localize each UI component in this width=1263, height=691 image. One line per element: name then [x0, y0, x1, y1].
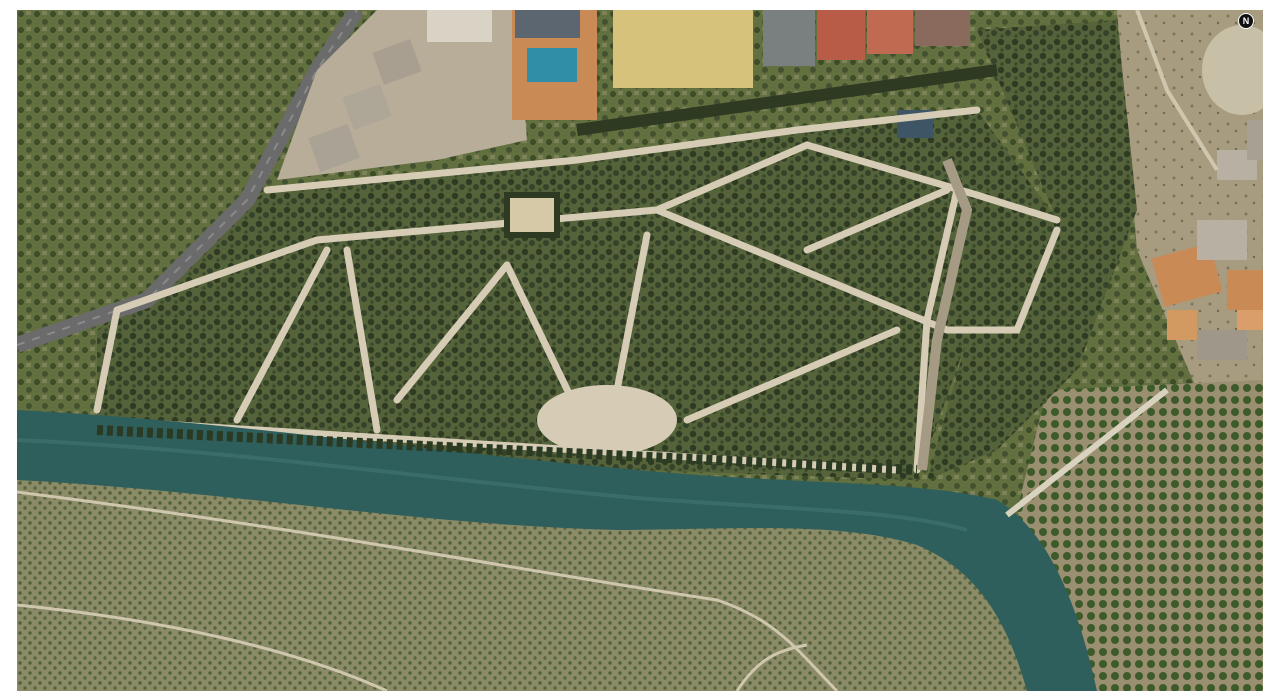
satellite-map-canvas[interactable]	[17, 10, 1263, 691]
school-building-2	[342, 84, 392, 130]
tree-hedge-row	[576, 64, 998, 136]
riverside-tree-line	[96, 425, 918, 475]
hilltop-clearing	[1202, 25, 1263, 115]
tennis-court-2	[867, 10, 913, 54]
tennis-court-1	[817, 10, 865, 60]
river	[17, 410, 1097, 691]
satellite-map[interactable]: N	[17, 10, 1263, 691]
sports-field	[613, 10, 753, 88]
river-highlight	[17, 438, 968, 532]
park-woodland	[97, 110, 1057, 480]
pool-building-roof	[515, 10, 580, 38]
school-building-3	[372, 39, 422, 85]
canal-channel	[917, 158, 973, 471]
weir-walkway	[1005, 387, 1169, 518]
farmland-northwest	[17, 10, 357, 350]
road-centerline	[17, 10, 358, 346]
north-indicator-badge: N	[1239, 14, 1253, 28]
tennis-court-3	[915, 10, 970, 46]
swimming-pool	[527, 48, 577, 82]
pine-grove-east	[927, 20, 1137, 480]
village-road	[1135, 10, 1219, 172]
school-building-1	[308, 123, 360, 173]
central-plaza	[537, 385, 677, 455]
village-houses	[1151, 120, 1263, 360]
orchards-south-bank	[17, 480, 1077, 691]
school-building-4	[427, 10, 492, 42]
sports-court-gray	[763, 10, 815, 66]
enclosed-clearing	[504, 192, 560, 238]
south-bank-tracks	[17, 490, 839, 691]
